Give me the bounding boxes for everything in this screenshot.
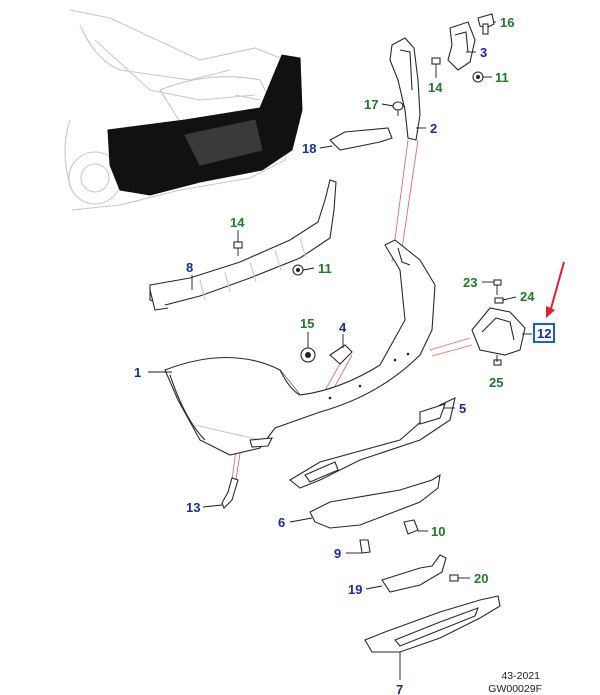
callout-10: 10 [431,524,445,539]
callout-1: 1 [134,365,141,380]
callout-7: 7 [396,682,403,694]
part-8-absorber-beam [149,179,337,311]
callout-13: 13 [186,500,200,515]
callout-11-upper: 11 [495,70,509,85]
part-19-bracket [381,554,447,593]
callout-18: 18 [302,141,316,156]
callout-12: 12 [537,326,551,341]
part-24-clip [494,297,504,304]
callout-9: 9 [334,546,341,561]
part-9-clip [359,539,371,554]
footer-page-ref: 43-2021 [501,670,540,682]
callout-17: 17 [364,97,378,112]
callout-3: 3 [480,45,487,60]
callout-14-mid: 14 [230,215,245,230]
callout-11-mid: 11 [318,261,332,276]
callout-23: 23 [463,275,477,290]
part-6-undertray [309,473,441,529]
part-12-corner-bracket [471,307,526,356]
callout-24: 24 [520,289,535,304]
part-14-screw-upper [431,57,441,74]
callout-labels: 1 2 3 4 5 6 7 8 9 10 11 11 12 13 14 14 1… [134,15,551,694]
part-17-grommet [392,101,404,116]
callout-15: 15 [300,316,314,331]
callout-6: 6 [278,515,285,530]
part-7-diffuser [364,595,501,653]
footer-drawing-code: GW00029F [488,683,542,695]
part-4-reflector [329,344,353,365]
callout-14-upper: 14 [428,80,443,95]
callout-16: 16 [500,15,514,30]
callout-2: 2 [430,121,437,136]
callout-8: 8 [186,260,193,275]
callout-19: 19 [348,582,362,597]
part-20-screw [449,574,459,582]
part-16-clip [477,13,495,35]
part-11-nut-mid [292,264,304,276]
callout-4: 4 [339,320,347,335]
highlighted-bumper-silhouette [107,54,303,196]
red-pointer-arrow-icon [546,306,555,318]
part-18-reinforcement [329,127,393,151]
part-15-sensor [300,347,316,363]
part-5-lower-valance [289,397,456,489]
part-25-screw [493,355,502,366]
callout-5: 5 [459,401,466,416]
part-3-upper-bracket [447,21,476,71]
part-10-clip [403,519,419,535]
part-11-nut-upper [472,71,484,83]
part-1-bumper-cover [164,239,436,456]
callout-20: 20 [474,571,488,586]
part-2-side-bracket [389,37,421,141]
callout-25: 25 [489,375,503,390]
part-14-screw-mid [233,241,243,256]
callout-leaders [148,21,532,680]
part-23-screw [493,279,502,295]
part-13-strip [221,477,239,509]
part-12-highlight [533,261,565,343]
car-rear-view [64,9,303,211]
